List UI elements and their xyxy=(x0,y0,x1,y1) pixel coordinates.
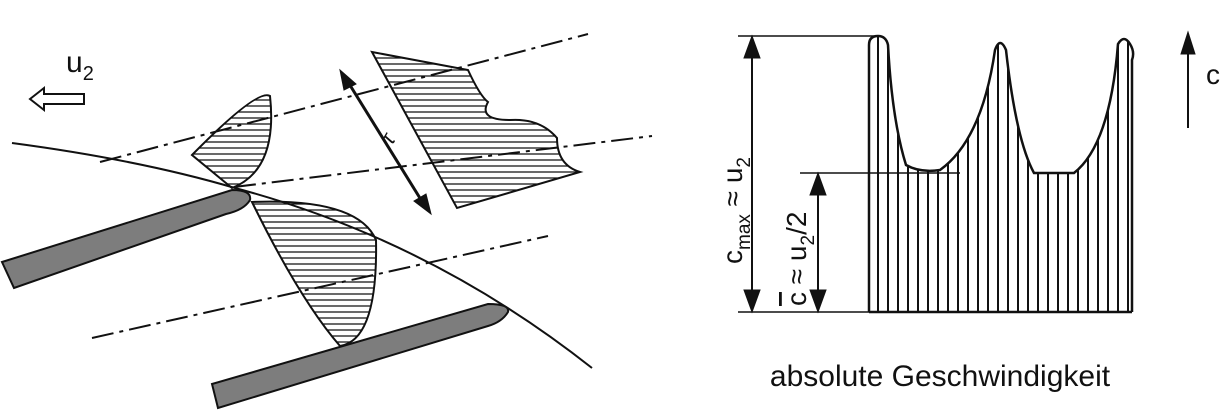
c-axis-label: c xyxy=(1206,59,1220,90)
cmax-dimension xyxy=(743,34,761,314)
velocity-profile-inlet xyxy=(190,94,273,190)
absolute-velocity-chart: cmax ≈ u2 c ≈ u2/2 c absolute Geschwindi… xyxy=(717,30,1220,393)
arrow-left-outline-icon xyxy=(28,85,85,113)
blade-camber-curve xyxy=(11,142,593,369)
velocity-profile-passage xyxy=(250,200,378,348)
arrow-up-icon xyxy=(1180,30,1196,128)
cmax-label: cmax ≈ u2 xyxy=(717,157,755,264)
upper-blade xyxy=(0,188,252,290)
flow-boundary-middle xyxy=(233,135,653,188)
lower-blade xyxy=(210,302,510,410)
velocity-profile-outlet xyxy=(370,50,584,210)
pitch-arrow xyxy=(339,68,432,216)
caption: absolute Geschwindigkeit xyxy=(770,360,1111,393)
cbar-label: c ≈ u2/2 xyxy=(781,212,819,306)
cbar-dimension xyxy=(809,171,827,314)
cascade-drawing xyxy=(11,33,653,369)
flow-boundary-bottom xyxy=(91,235,549,339)
u2-label: u2 xyxy=(66,46,94,85)
flow-boundary-top xyxy=(99,33,589,163)
